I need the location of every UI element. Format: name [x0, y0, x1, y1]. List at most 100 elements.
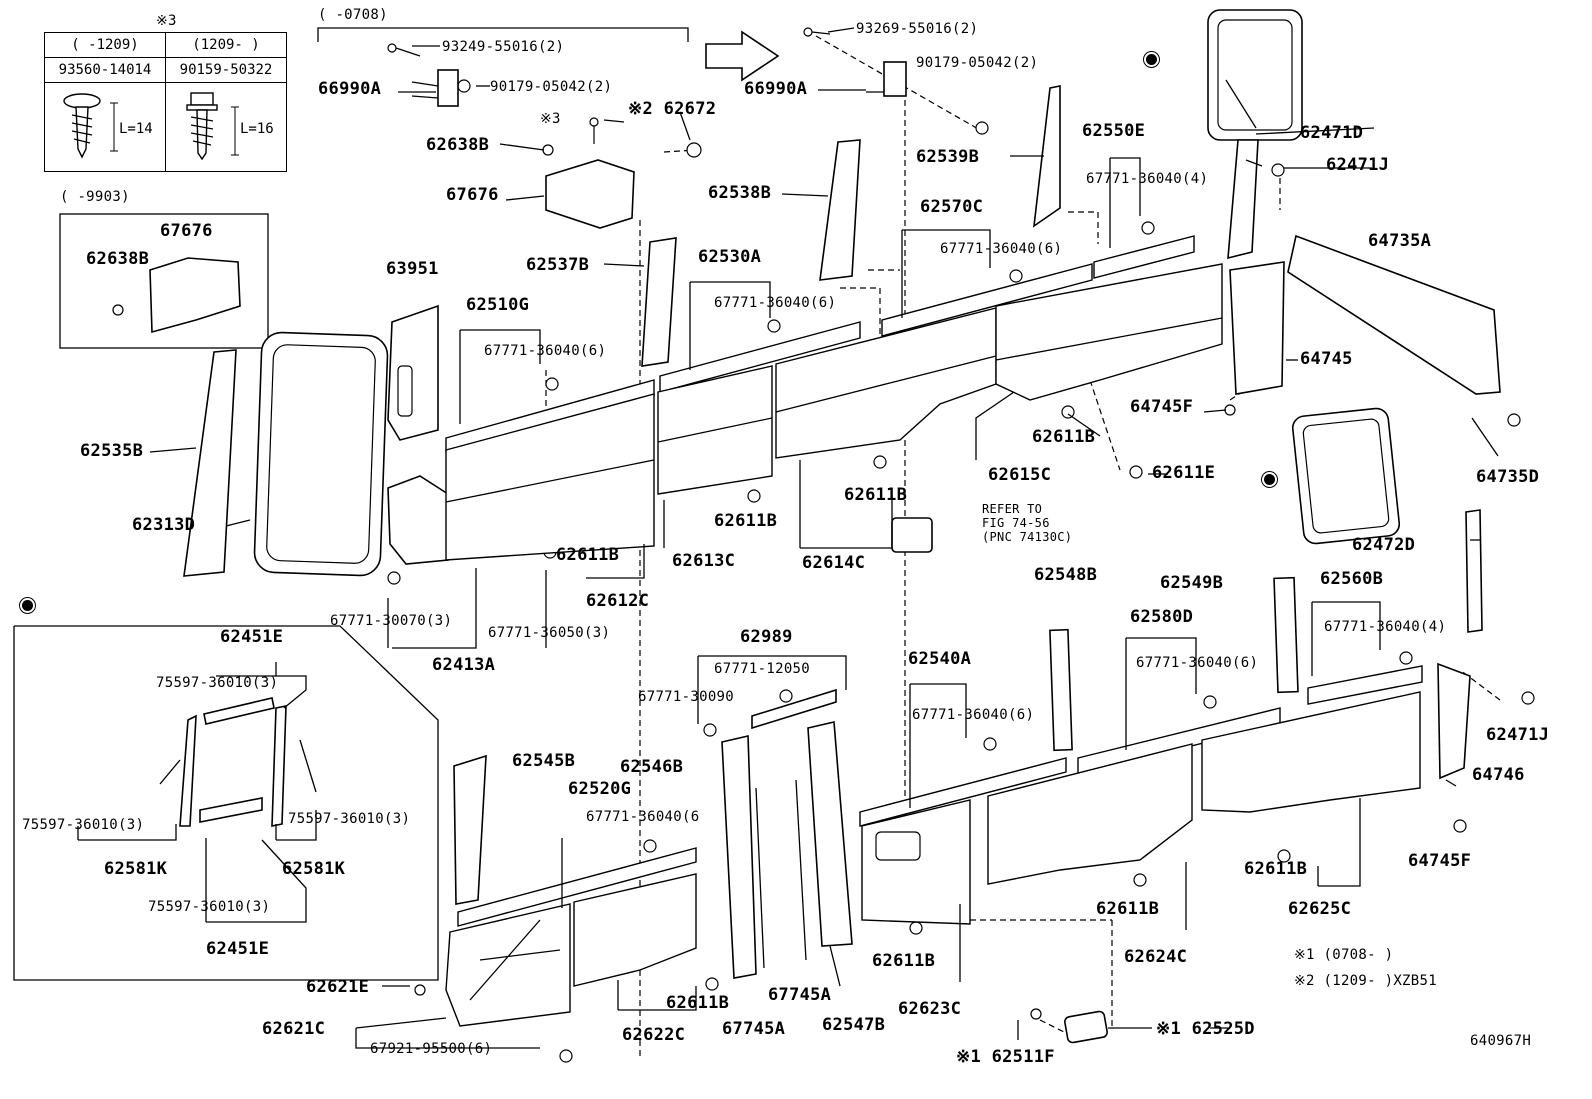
part-label[interactable]: 93249-55016(2)	[442, 39, 565, 55]
part-label[interactable]: 63951	[386, 259, 439, 279]
part-label[interactable]: 67771-36040(6)	[714, 295, 837, 311]
part-label[interactable]: 64745	[1300, 349, 1353, 369]
part-label[interactable]: 67771-36040(4)	[1086, 171, 1209, 187]
part-label[interactable]: 75597-36010(3)	[22, 817, 145, 833]
part-label[interactable]: 62638B	[426, 135, 490, 155]
part-label[interactable]: 62570C	[920, 197, 984, 217]
part-label[interactable]: 62611B	[1244, 859, 1308, 879]
part-label[interactable]: 62451E	[206, 939, 270, 959]
part-label[interactable]: 67771-36040(4)	[1324, 619, 1447, 635]
part-label[interactable]: 67771-30090	[638, 689, 735, 705]
part-label[interactable]: 90179-05042(2)	[916, 55, 1039, 71]
footnote-1: ※1 (0708- )	[1294, 947, 1394, 963]
part-label[interactable]: 93269-55016(2)	[856, 21, 979, 37]
part-label[interactable]: 62615C	[988, 465, 1052, 485]
part-label[interactable]: 62581K	[104, 859, 168, 879]
part-label[interactable]: 64745F	[1408, 851, 1472, 871]
part-label[interactable]: 62625C	[1288, 899, 1352, 919]
part-label[interactable]: 62520G	[568, 779, 632, 799]
bolt-spec-table: ( -1209) (1209- ) 93560-14014 90159-5032…	[44, 32, 287, 172]
part-label[interactable]: 62546B	[620, 757, 684, 777]
bolt-part-1[interactable]: 93560-14014	[44, 57, 166, 83]
part-label[interactable]: 62611B	[1096, 899, 1160, 919]
part-label[interactable]: 62580D	[1130, 607, 1194, 627]
part-label[interactable]: 62545B	[512, 751, 576, 771]
part-label[interactable]: 62560B	[1320, 569, 1384, 589]
trim-62413a	[387, 475, 449, 565]
part-label[interactable]: 75597-36010(3)	[288, 811, 411, 827]
part-label[interactable]: 67771-36040(6	[586, 809, 700, 825]
part-label[interactable]: 62611E	[1152, 463, 1216, 483]
part-label[interactable]: 75597-36010(3)	[156, 675, 279, 691]
part-label[interactable]: 62471J	[1326, 155, 1390, 175]
part-label[interactable]: 62611B	[666, 993, 730, 1013]
part-label[interactable]: ※1 62511F	[956, 1047, 1055, 1067]
part-label[interactable]: 62614C	[802, 553, 866, 573]
part-label[interactable]: 62530A	[698, 247, 762, 267]
part-label-67676-inset[interactable]: 67676	[160, 221, 213, 241]
part-label[interactable]: 67676	[446, 185, 499, 205]
part-label[interactable]: 62549B	[1160, 573, 1224, 593]
part-label[interactable]: 62623C	[898, 999, 962, 1019]
part-label[interactable]: 62510G	[466, 295, 530, 315]
part-label[interactable]: 67921-95500(6)	[370, 1041, 493, 1057]
part-label[interactable]: 62550E	[1082, 121, 1146, 141]
part-label[interactable]: 67771-36040(6)	[484, 343, 607, 359]
part-label[interactable]: ※2 62672	[628, 99, 717, 119]
part-label[interactable]: 62540A	[908, 649, 972, 669]
part-label[interactable]: ※1 62525D	[1156, 1019, 1255, 1039]
part-label[interactable]: 62547B	[822, 1015, 886, 1035]
part-label[interactable]: 62621C	[262, 1019, 326, 1039]
part-label[interactable]: 62538B	[708, 183, 772, 203]
part-label[interactable]: 62611B	[1032, 427, 1096, 447]
part-label[interactable]: 67771-36050(3)	[488, 625, 611, 641]
part-label[interactable]: 62612C	[586, 591, 650, 611]
pillar-62546b	[721, 735, 757, 979]
part-label[interactable]: 62471J	[1486, 725, 1550, 745]
panel-62623c	[861, 799, 971, 925]
part-label[interactable]: 67745A	[722, 1019, 786, 1039]
part-label[interactable]: 62472D	[1352, 535, 1416, 555]
part-label[interactable]: 62413A	[432, 655, 496, 675]
pillar-62535b	[183, 349, 237, 577]
part-label[interactable]: ※3	[540, 111, 561, 127]
part-label[interactable]: 62537B	[526, 255, 590, 275]
part-label[interactable]: 90179-05042(2)	[490, 79, 613, 95]
part-label[interactable]: 62611B	[556, 545, 620, 565]
part-label[interactable]: 62313D	[132, 515, 196, 535]
part-label[interactable]: 64735D	[1476, 467, 1540, 487]
part-label[interactable]: 62621E	[306, 977, 370, 997]
bracket-62989	[751, 688, 837, 730]
part-label[interactable]: 67771-36040(6)	[1136, 655, 1259, 671]
bolt-part-2[interactable]: 90159-50322	[165, 57, 287, 83]
part-label[interactable]: 64735A	[1368, 231, 1432, 251]
part-label-62638b-inset[interactable]: 62638B	[86, 249, 150, 269]
part-label[interactable]: 67771-36040(6)	[912, 707, 1035, 723]
part-label[interactable]: 62624C	[1124, 947, 1188, 967]
part-label[interactable]: 75597-36010(3)	[148, 899, 271, 915]
part-label[interactable]: 62611B	[714, 511, 778, 531]
part-label[interactable]: 67771-36040(6)	[940, 241, 1063, 257]
part-label[interactable]: 62539B	[916, 147, 980, 167]
part-label[interactable]: 66990A	[744, 79, 808, 99]
part-label[interactable]: 62581K	[282, 859, 346, 879]
part-label[interactable]: 62471D	[1300, 123, 1364, 143]
part-label[interactable]: 62611B	[844, 485, 908, 505]
bolt-range-2: (1209- )	[165, 32, 287, 58]
part-label[interactable]: 62535B	[80, 441, 144, 461]
part-label[interactable]: 62548B	[1034, 565, 1098, 585]
part-label[interactable]: 67771-30070(3)	[330, 613, 453, 629]
part-label[interactable]: 64745F	[1130, 397, 1194, 417]
leader-lines	[77, 27, 1499, 1049]
part-label[interactable]: 67745A	[768, 985, 832, 1005]
part-label[interactable]: 67771-12050	[714, 661, 811, 677]
part-label[interactable]: 62622C	[622, 1025, 686, 1045]
part-label[interactable]: 62451E	[220, 627, 284, 647]
part-label[interactable]: 64746	[1472, 765, 1525, 785]
part-label[interactable]: 62611B	[872, 951, 936, 971]
part-label[interactable]: 62613C	[672, 551, 736, 571]
panel-62624c	[987, 743, 1193, 885]
part-label[interactable]: 62989	[740, 627, 793, 647]
part-label[interactable]: 66990A	[318, 79, 382, 99]
